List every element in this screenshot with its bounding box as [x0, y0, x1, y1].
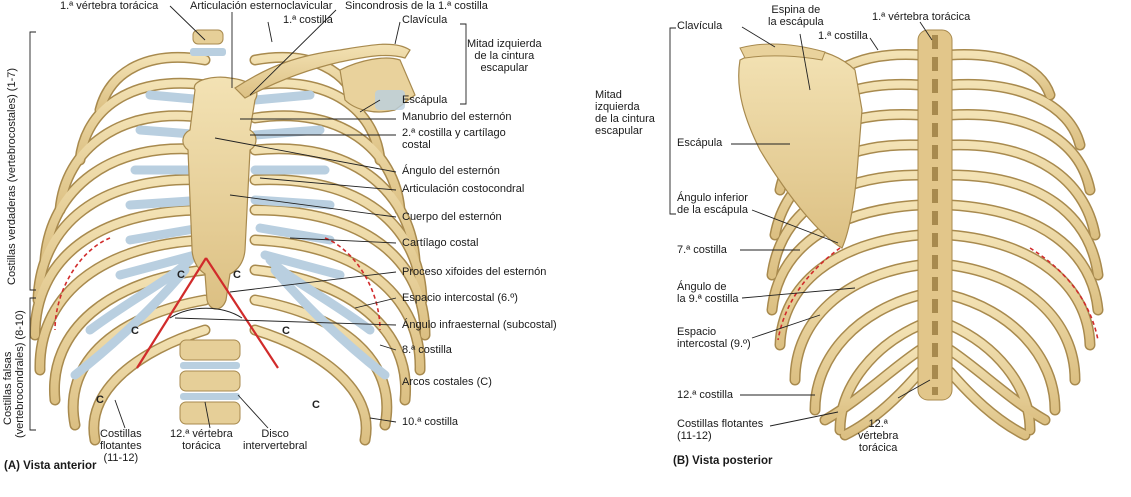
label-ninth-rib-angle: Ángulo de la 9.ª costilla [677, 281, 739, 305]
posterior-spine [917, 29, 953, 401]
posterior-leader-lines [669, 21, 933, 427]
infrasternal-angle-lines [136, 257, 279, 369]
arch-markers: C C C C C C [96, 269, 320, 411]
anterior-vertebrae [179, 29, 241, 425]
label-first-thoracic-vertebra: 1.ª vértebra torácica [60, 0, 159, 12]
label-sternoclavicular-joint: Articulación esternoclavicular [190, 0, 333, 12]
label-costal-cartilage: Cartílago costal [402, 237, 479, 249]
label-intercostal-space-6: Espacio intercostal (6.º) [402, 292, 518, 304]
posterior-view [669, 21, 1104, 441]
label-post-clavicle: Clavícula [677, 20, 723, 32]
label-first-rib-synchondrosis: Sincondrosis de la 1.ª costilla [345, 0, 488, 12]
label-sternum-body: Cuerpo del esternón [402, 211, 502, 223]
label-left-pectoral-girdle: Mitad izquierda de la cintura escapular [467, 38, 542, 74]
arch-c: C [96, 394, 104, 406]
label-twelfth-thoracic-vertebra: 12.ª vértebra torácica [170, 428, 233, 452]
label-costal-arches: Arcos costales (C) [402, 376, 492, 388]
caption-posterior-view: (B) Vista posterior [673, 455, 773, 467]
side-label-true-ribs: Costillas verdaderas (vertebrocostales) … [6, 67, 18, 285]
arch-c: C [282, 325, 290, 337]
label-floating-ribs: Costillas flotantes (11-12) [100, 428, 142, 464]
label-inferior-angle-scapula: Ángulo inferior de la escápula [677, 192, 748, 216]
posterior-costal-arc-dashes [777, 247, 1099, 341]
posterior-ribs [766, 49, 1104, 441]
anterior-leader-lines [29, 5, 467, 431]
label-infrasternal-angle: Ángulo infraesternal (subcostal) [402, 319, 557, 331]
anterior-ribs [29, 51, 431, 446]
label-sternal-angle: Ángulo del esternón [402, 165, 500, 177]
label-post-first-rib: 1.ª costilla [818, 30, 868, 42]
label-post-left-pectoral-girdle: Mitad izquierda de la cintura escapular [595, 89, 655, 137]
arch-c: C [131, 325, 139, 337]
arch-c: C [177, 269, 185, 281]
arch-c: C [312, 399, 320, 411]
label-intercostal-space-9: Espacio intercostal (9.º) [677, 326, 751, 350]
label-costochondral-joint: Articulación costocondral [402, 183, 525, 195]
caption-anterior-view: (A) Vista anterior [4, 460, 97, 472]
label-post-first-thoracic-vertebra: 1.ª vértebra torácica [872, 11, 971, 23]
label-second-rib-cartilage: 2.ª costilla y cartílago costal [402, 127, 506, 151]
label-clavicle: Clavícula [402, 14, 448, 26]
label-eighth-rib: 8.ª costilla [402, 344, 452, 356]
sternum [182, 76, 258, 310]
side-label-false-ribs-2: (vertebrocondrales) (8-10) [14, 310, 26, 438]
label-scapula: Escápula [402, 94, 448, 106]
label-twelfth-rib: 12.ª costilla [677, 389, 734, 401]
anterior-view: C C C C C C [29, 5, 467, 446]
label-tenth-rib: 10.ª costilla [402, 416, 459, 428]
label-scapular-spine: Espina de la escápula [768, 4, 824, 28]
label-post-scapula: Escápula [677, 137, 723, 149]
arch-c: C [233, 269, 241, 281]
label-intervertebral-disc: Disco intervertebral [243, 428, 308, 452]
side-label-false-ribs-1: Costillas falsas [2, 351, 14, 425]
label-post-twelfth-thoracic-vertebra: 12.ª vértebra torácica [858, 418, 899, 454]
label-post-floating-ribs: Costillas flotantes (11-12) [677, 418, 764, 442]
label-seventh-rib: 7.ª costilla [677, 244, 727, 256]
anterior-costal-arc-dashes [54, 237, 381, 331]
label-first-rib: 1.ª costilla [283, 14, 333, 26]
label-manubrium: Manubrio del esternón [402, 111, 512, 123]
label-xiphoid-process: Proceso xifoides del esternón [402, 266, 547, 278]
